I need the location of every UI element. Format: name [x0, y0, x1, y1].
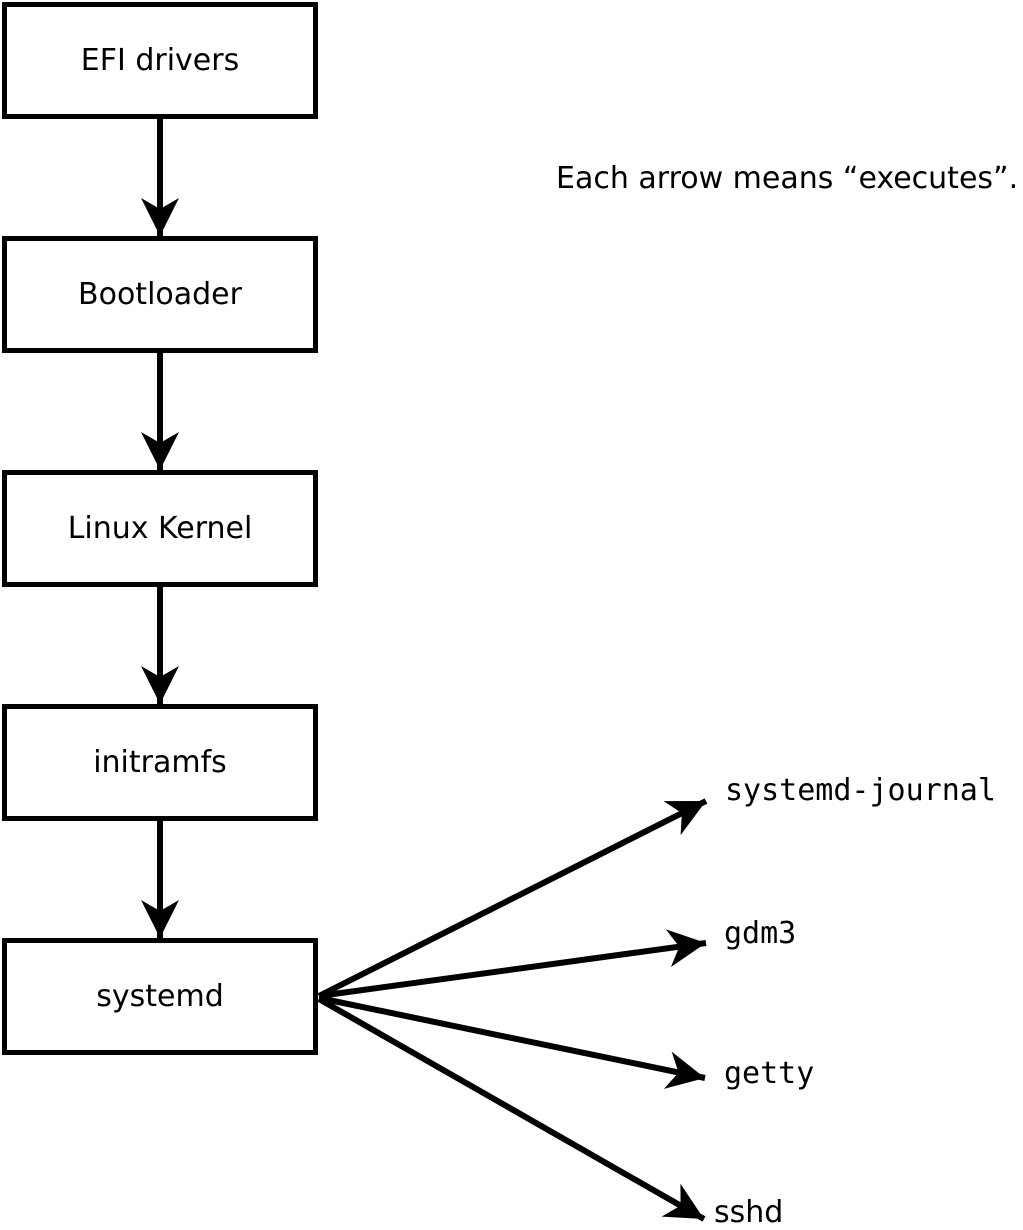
service-label-sshd: sshd: [714, 1195, 784, 1230]
arrow-systemd-to-gdm3-icon: [318, 929, 707, 999]
node-initramfs-label: initramfs: [93, 744, 227, 780]
node-bootloader: Bootloader: [2, 236, 318, 353]
node-linux-kernel-label: Linux Kernel: [67, 510, 253, 546]
arrow-systemd-to-journal-icon: [317, 798, 708, 999]
arrow-systemd-to-getty-icon: [318, 995, 706, 1089]
legend-note: Each arrow means “executes”.: [556, 161, 1019, 196]
node-linux-kernel: Linux Kernel: [2, 470, 318, 587]
node-initramfs: initramfs: [2, 704, 318, 821]
node-systemd: systemd: [2, 938, 318, 1055]
arrow-systemd-to-sshd-icon: [317, 996, 706, 1222]
service-label-systemd-journal: systemd-journal: [725, 773, 996, 808]
service-label-getty: getty: [724, 1056, 815, 1091]
node-efi-drivers: EFI drivers: [2, 2, 318, 119]
service-label-gdm3: gdm3: [724, 916, 797, 951]
node-efi-drivers-label: EFI drivers: [80, 42, 240, 78]
node-systemd-label: systemd: [96, 978, 224, 1014]
node-bootloader-label: Bootloader: [78, 276, 242, 312]
